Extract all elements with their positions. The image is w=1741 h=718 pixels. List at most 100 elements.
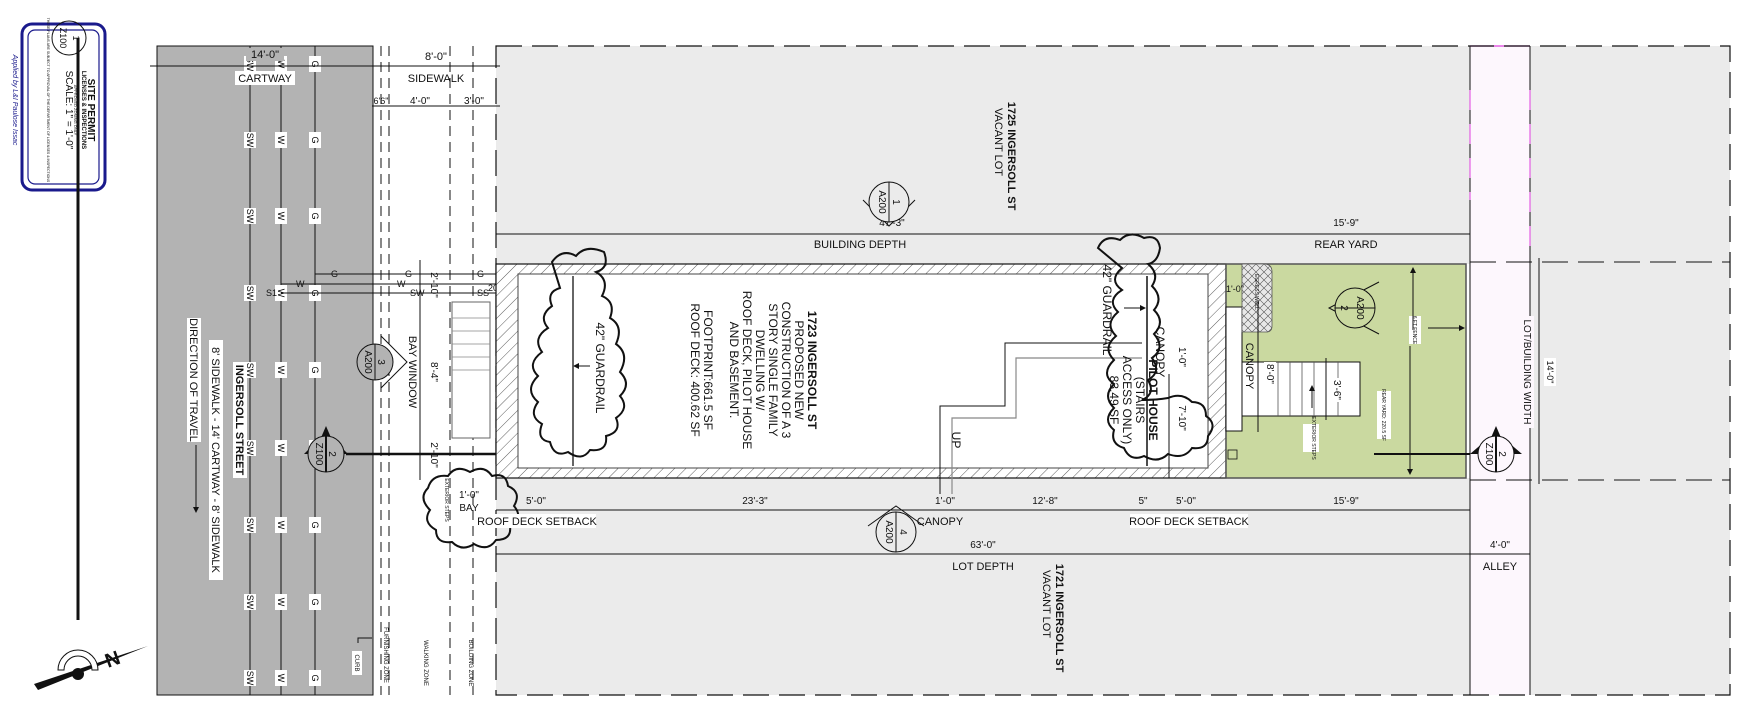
roof-deck-setback-front: ROOF DECK SETBACK bbox=[477, 516, 597, 528]
south-neighbor-status: VACANT LOT bbox=[1040, 570, 1052, 638]
cartway-label: CARTWAY bbox=[238, 73, 292, 85]
bay-window-label: BAY WINDOW bbox=[406, 336, 418, 409]
utility-tag: W bbox=[276, 598, 286, 607]
svg-text:CONSTRUCTION OF A 3: CONSTRUCTION OF A 3 bbox=[779, 302, 793, 439]
svg-text:A200: A200 bbox=[883, 520, 894, 544]
egress-well bbox=[1241, 263, 1273, 333]
guardrail-label-rear: 42" GUARDRAIL bbox=[1100, 265, 1114, 356]
rear-steps-label: EXTERIOR STEPS bbox=[1310, 416, 1316, 460]
sidewalk-dim: 8'-0" bbox=[425, 51, 447, 63]
rear-yard-area: REAR YARD: 220.5 SF bbox=[1380, 389, 1386, 441]
neighbor-lot-south bbox=[496, 552, 1470, 695]
service-tag-ss: SS bbox=[477, 288, 489, 298]
svg-text:83.49 SF: 83.49 SF bbox=[1107, 376, 1121, 425]
rear-yard-label: REAR YARD bbox=[1314, 239, 1377, 251]
svg-text:3: 3 bbox=[375, 359, 386, 365]
bay-angle-dim: 20" bbox=[488, 283, 501, 293]
egress-well-label: EGRESS WELL bbox=[1253, 274, 1259, 310]
street-name: INGERSOLL STREET bbox=[233, 365, 245, 476]
utility-tag: G bbox=[310, 136, 320, 143]
utility-tag: W bbox=[276, 674, 286, 683]
service-laterals bbox=[281, 273, 496, 294]
bay-dim-mid: 8'-4" bbox=[428, 362, 439, 382]
rear-yard-dim-top: 15'-9" bbox=[1333, 218, 1359, 229]
section-callout-3[interactable]: 3 A200 bbox=[356, 335, 408, 389]
svg-text:PROPOSED NEW: PROPOSED NEW bbox=[792, 320, 806, 420]
svg-text:2: 2 bbox=[1338, 305, 1349, 311]
alley-dim: 4'-0" bbox=[1490, 540, 1510, 551]
alley-label: ALLEY bbox=[1483, 561, 1518, 573]
canopy-gap-dim: 1'-0" bbox=[935, 496, 955, 507]
bay-short-label: BAY bbox=[459, 503, 479, 514]
north-neighbor-address: 1725 INGERSOLL ST bbox=[1005, 102, 1017, 211]
north-neighbor-status: VACANT LOT bbox=[992, 108, 1004, 176]
rear-yard-dim-bottom: 15'-9" bbox=[1333, 496, 1359, 507]
building-section-callout-front[interactable]: 2 Z100 bbox=[304, 426, 348, 473]
utility-tag: SW bbox=[245, 518, 255, 533]
guardrail-label-front: 42" GUARDRAIL bbox=[593, 323, 607, 414]
setback-dim-rear: 5'-0" bbox=[1176, 496, 1196, 507]
furnishing-dim: 6'6" bbox=[374, 96, 389, 106]
canopy-label-building: CANOPY bbox=[1153, 327, 1167, 378]
neighbor-lot-north bbox=[496, 46, 1470, 234]
section-callout-2[interactable]: A200 2 bbox=[1327, 281, 1380, 335]
revision-cloud-front bbox=[530, 247, 627, 458]
utility-tag: W bbox=[276, 212, 286, 221]
svg-text:4: 4 bbox=[897, 529, 908, 535]
stamp-dept: LICENSES & INSPECTIONS bbox=[80, 71, 86, 149]
utility-tag: W bbox=[276, 136, 286, 145]
permit-stamp: SITE PERMIT LICENSES & INSPECTIONS SCALE… bbox=[11, 18, 107, 620]
section-callout-4[interactable]: 4 A200 bbox=[867, 505, 925, 553]
svg-text:AND BASEMENT.: AND BASEMENT. bbox=[727, 322, 741, 419]
section-callout-1[interactable]: 1 A200 bbox=[862, 181, 916, 227]
fence-label: 6 FT FENCE bbox=[1411, 316, 1417, 345]
building-zone-label: BUILDING ZONE bbox=[467, 640, 473, 687]
utility-tag: W bbox=[276, 366, 286, 375]
utility-tag: G bbox=[310, 521, 320, 528]
walking-zone-label: WALKING ZONE bbox=[422, 640, 428, 686]
stamp-sheet-ref: Z100 bbox=[58, 28, 68, 49]
building-zone-dim: 3'-0" bbox=[464, 96, 484, 107]
south-neighbor-address: 1721 INGERSOLL ST bbox=[1053, 564, 1065, 673]
canopy-dim-2: 7'-10" bbox=[1176, 405, 1187, 431]
utility-tag: G bbox=[310, 212, 320, 219]
lot-depth-dim: 63'-0" bbox=[970, 540, 996, 551]
pilot-house-label: PILOT HOUSE (STAIRS ACCESS ONLY) 83.49 S… bbox=[1107, 356, 1160, 444]
svg-text:2: 2 bbox=[1496, 451, 1507, 457]
svg-text:Z100: Z100 bbox=[313, 443, 324, 466]
deck-dim: 23'-3" bbox=[742, 496, 768, 507]
roof-deck-area bbox=[517, 273, 1209, 469]
svg-text:A200: A200 bbox=[362, 350, 373, 374]
stamp-approved: APPROVED ZONING ONLY bbox=[73, 85, 78, 136]
svg-text:A200: A200 bbox=[1354, 296, 1365, 320]
building-address: 1723 INGERSOLL ST bbox=[805, 311, 819, 430]
service-tag-w-2: W bbox=[397, 279, 406, 289]
stamp-applied-by: Applied by L&I Paulose Issac bbox=[11, 54, 18, 146]
yard-dim-1: 1'-0" bbox=[1226, 284, 1244, 294]
stamp-fine-print: THESE PLANS ARE SUBJECT TO APPROVAL OF T… bbox=[46, 18, 50, 183]
building-section-callout-rear[interactable]: 2 Z100 bbox=[1470, 426, 1522, 473]
alley bbox=[1470, 46, 1530, 695]
utility-tag: G bbox=[310, 598, 320, 605]
utility-tag: SW bbox=[245, 57, 255, 72]
building-depth-dim: 47'-3" bbox=[879, 218, 905, 229]
footprint-area: FOOTPRINT:661.5 SF bbox=[701, 310, 715, 430]
wall-gap-dim: 5" bbox=[1138, 496, 1148, 507]
svg-text:STORY SINGLE FAMILY: STORY SINGLE FAMILY bbox=[766, 303, 780, 436]
lot-depth-label: LOT DEPTH bbox=[952, 561, 1014, 573]
rear-canopy bbox=[1225, 306, 1243, 432]
utility-tag: W bbox=[276, 60, 286, 69]
lot-width-dim: 14'-0" bbox=[1545, 361, 1555, 384]
front-steps-label: EXTERIOR STEPS bbox=[443, 478, 449, 522]
service-tag-g-3: G bbox=[477, 269, 484, 279]
curb-label: CURB bbox=[353, 654, 359, 671]
svg-text:DWELLING W/: DWELLING W/ bbox=[753, 330, 767, 411]
stamp-detail-ref: 1 bbox=[71, 35, 81, 40]
svg-text:(STAIRS: (STAIRS bbox=[1133, 377, 1147, 423]
furnishing-zone-label: FURNISHING ZONE bbox=[382, 627, 388, 683]
service-tag-g: G bbox=[331, 269, 338, 279]
utility-tag: SW bbox=[245, 441, 255, 456]
service-tag-s1: S1 bbox=[266, 288, 277, 298]
service-tag-g-2: G bbox=[405, 269, 412, 279]
